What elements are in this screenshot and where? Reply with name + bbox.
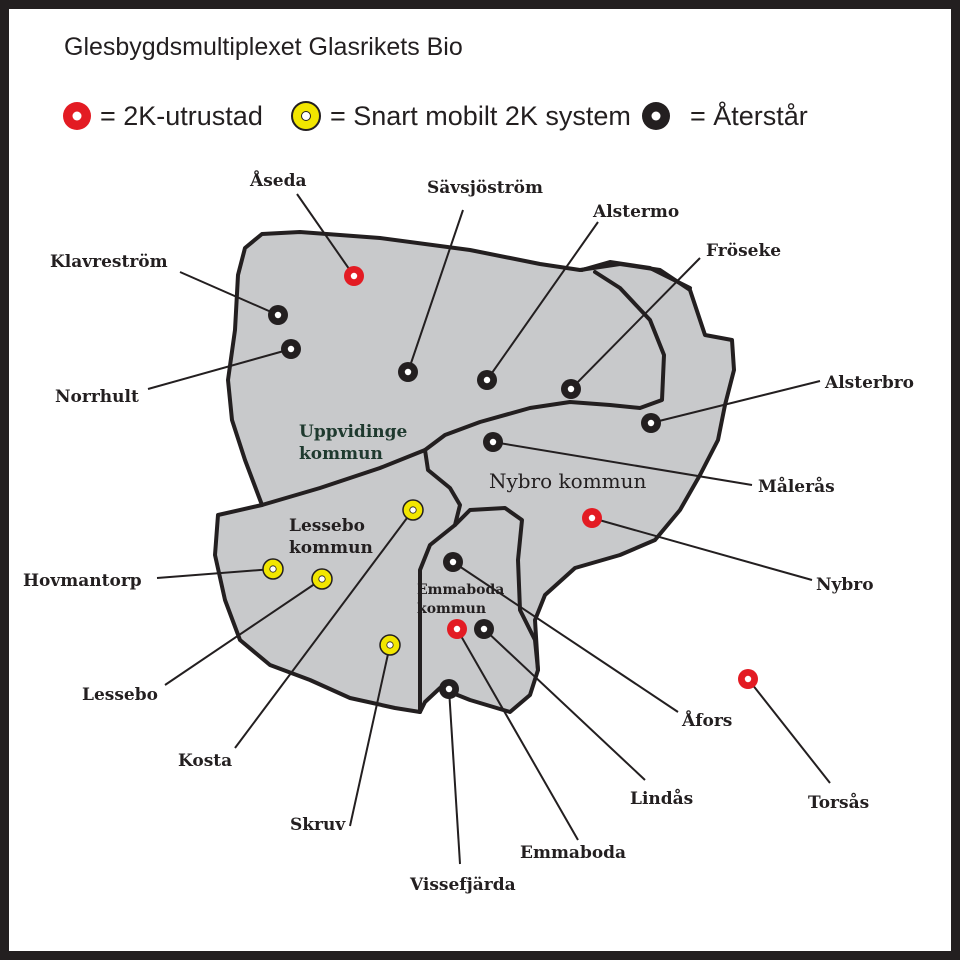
marker-center-lessebo: [318, 575, 326, 583]
leader-line-alstermo: [486, 221, 599, 381]
place-label-torsas: Torsås: [808, 792, 869, 813]
legend-marker-yellow-center: [301, 111, 311, 121]
leader-line-torsas: [747, 678, 831, 784]
marker-center-klavrestrom: [274, 311, 282, 319]
place-label-lessebo: Lessebo: [82, 685, 158, 705]
place-label-skruv: Skruv: [290, 815, 346, 835]
place-label-alsterbro: Alsterbro: [824, 373, 914, 393]
legend: = 2K-utrustad = Snart mobilt 2K system =…: [63, 100, 808, 131]
legend-item-black: = Återstår: [642, 100, 808, 131]
leader-line-aseda: [296, 193, 355, 277]
marker-center-alsterbro: [647, 419, 655, 427]
leader-line-emmaboda: [456, 628, 579, 841]
leader-line-kosta: [234, 509, 414, 749]
place-label-savsjostrom: Sävsjöström: [427, 178, 543, 198]
place-labels: Åseda SävsjöströmAlstermoFrösekeKlavrestr…: [23, 169, 914, 895]
legend-label-red: = 2K-utrustad: [100, 101, 263, 131]
legend-item-yellow: = Snart mobilt 2K system: [291, 101, 631, 131]
marker-center-emmaboda: [453, 625, 461, 633]
leader-line-lindas: [483, 628, 646, 781]
leader-lines: [147, 193, 831, 865]
leader-line-vissefjarda: [448, 688, 461, 865]
place-label-lindas: Lindås: [630, 788, 693, 809]
place-label-maleras: Målerås: [758, 476, 835, 497]
legend-item-red: = 2K-utrustad: [63, 101, 263, 131]
place-label-nybro: Nybro: [816, 575, 874, 595]
muni-emmaboda-line2: kommun: [417, 601, 486, 617]
place-markers: [262, 266, 758, 699]
muni-nybro: Nybro kommun: [489, 469, 647, 493]
border-uppvidinge-south: [260, 270, 666, 507]
leader-line-lessebo: [164, 578, 323, 686]
leader-line-afors: [452, 561, 679, 713]
place-label-kosta: Kosta: [178, 751, 232, 771]
leader-line-maleras: [492, 441, 753, 486]
map-title: Glesbygdsmultiplexet Glasrikets Bio: [64, 33, 463, 61]
marker-center-vissefjarda: [445, 685, 453, 693]
muni-lessebo-line1: Lessebo: [289, 516, 365, 536]
place-label-emmaboda: Emmaboda: [520, 843, 626, 863]
legend-marker-red-center: [72, 111, 82, 121]
muni-uppvidinge-line2: kommun: [299, 444, 383, 464]
region-map: [213, 230, 736, 714]
marker-center-nybro: [588, 514, 596, 522]
place-label-froseke: Fröseke: [706, 241, 781, 261]
marker-center-torsas: [744, 675, 752, 683]
legend-marker-black-center: [651, 111, 661, 121]
place-label-aseda: Åseda: [249, 169, 306, 191]
municipality-labels: Uppvidinge kommun Lessebo kommun Nybro k…: [289, 422, 647, 617]
leader-line-norrhult: [147, 348, 292, 390]
place-label-hovmantorp: Hovmantorp: [23, 571, 142, 591]
leader-line-froseke: [570, 257, 701, 390]
marker-center-froseke: [567, 385, 575, 393]
place-label-afors: Åfors: [681, 709, 732, 731]
muni-uppvidinge-line1: Uppvidinge: [299, 422, 408, 442]
marker-center-aseda: [350, 272, 358, 280]
marker-center-norrhult: [287, 345, 295, 353]
legend-label-black: = Återstår: [690, 100, 808, 131]
place-label-vissefjarda: Vissefjärda: [409, 875, 516, 895]
muni-emmaboda-line1: Emmaboda: [417, 582, 504, 598]
marker-center-maleras: [489, 438, 497, 446]
marker-center-kosta: [409, 506, 417, 514]
legend-label-yellow: = Snart mobilt 2K system: [330, 101, 631, 131]
place-label-norrhult: Norrhult: [55, 387, 139, 407]
marker-center-alstermo: [483, 376, 491, 384]
leader-line-nybro: [591, 517, 813, 581]
leader-line-klavrestrom: [179, 271, 279, 316]
leader-line-savsjostrom: [407, 209, 464, 373]
place-label-alstermo: Alstermo: [592, 202, 679, 222]
leader-line-alsterbro: [650, 380, 821, 424]
marker-center-savsjostrom: [404, 368, 412, 376]
border-east-lobe: [580, 260, 692, 290]
muni-lessebo-line2: kommun: [289, 538, 373, 558]
marker-center-skruv: [386, 641, 394, 649]
leader-line-skruv: [349, 644, 391, 827]
marker-center-hovmantorp: [269, 565, 277, 573]
marker-center-lindas: [480, 625, 488, 633]
leader-line-hovmantorp: [156, 568, 274, 579]
border-emmaboda: [453, 506, 540, 672]
place-label-klavrestrom: Klavreström: [50, 252, 168, 272]
region-outline: [213, 230, 736, 714]
marker-center-afors: [449, 558, 457, 566]
